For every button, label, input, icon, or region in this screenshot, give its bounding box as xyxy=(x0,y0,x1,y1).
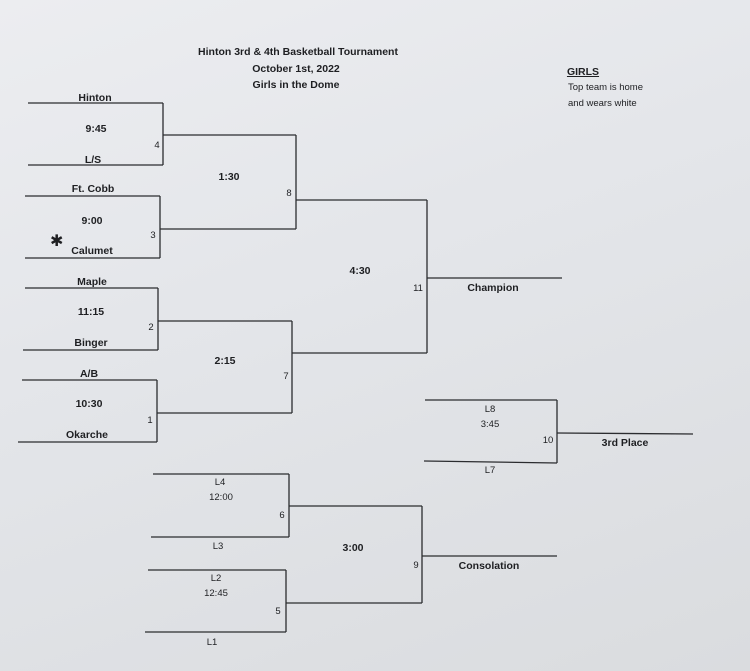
game-4-time: 9:45 xyxy=(85,123,107,135)
game-6-away: L3 xyxy=(212,541,224,552)
note-line-2: and wears white xyxy=(568,98,637,109)
team-binger: Binger xyxy=(74,337,108,349)
third-place-label: 3rd Place xyxy=(601,437,649,449)
game-10-number: 10 xyxy=(542,435,554,446)
team-ab: A/B xyxy=(79,368,99,380)
game-2-time: 11:15 xyxy=(77,306,105,318)
team-ft-cobb: Ft. Cobb xyxy=(71,183,115,195)
game-1-number: 1 xyxy=(147,415,153,426)
game-9-number: 9 xyxy=(413,560,419,571)
game-10-time: 3:45 xyxy=(480,419,500,430)
game-9-time: 3:00 xyxy=(342,542,364,554)
team-maple: Maple xyxy=(77,276,107,288)
game-4-number: 4 xyxy=(154,140,160,151)
game-6-time: 12:00 xyxy=(209,492,233,503)
game-3-time: 9:00 xyxy=(81,215,103,227)
game-5-number: 5 xyxy=(275,606,281,617)
team-okarche: Okarche xyxy=(65,429,109,441)
game-5-home: L2 xyxy=(210,573,222,584)
game-7-number: 7 xyxy=(283,371,289,382)
game-5-away: L1 xyxy=(206,637,218,648)
team-ls: L/S xyxy=(84,154,102,166)
asterisk-star-icon: ✱ xyxy=(50,233,64,250)
game-11-number: 11 xyxy=(413,283,423,294)
game-7-time: 2:15 xyxy=(214,355,236,367)
game-10-away: L7 xyxy=(484,465,496,476)
game-1-time: 10:30 xyxy=(75,398,103,410)
team-calumet: Calumet xyxy=(71,245,113,257)
tournament-title: Hinton 3rd & 4th Basketball Tournament xyxy=(198,46,398,58)
game-6-number: 6 xyxy=(279,510,285,521)
note-line-1: Top team is home xyxy=(568,82,643,93)
consolation-label: Consolation xyxy=(458,560,520,572)
game-6-home: L4 xyxy=(214,477,226,488)
tournament-date: October 1st, 2022 xyxy=(252,63,340,75)
note-heading: GIRLS xyxy=(566,66,600,78)
champion-label: Champion xyxy=(467,282,519,294)
game-11-time: 4:30 xyxy=(349,265,371,277)
game-3-number: 3 xyxy=(150,230,156,241)
tournament-subtitle: Girls in the Dome xyxy=(252,79,340,91)
game-2-number: 2 xyxy=(148,322,154,333)
game-8-time: 1:30 xyxy=(218,171,240,183)
game-10-home: L8 xyxy=(484,404,496,415)
game-5-time: 12:45 xyxy=(204,588,228,599)
team-hinton: Hinton xyxy=(78,92,112,104)
game-8-number: 8 xyxy=(286,188,292,199)
